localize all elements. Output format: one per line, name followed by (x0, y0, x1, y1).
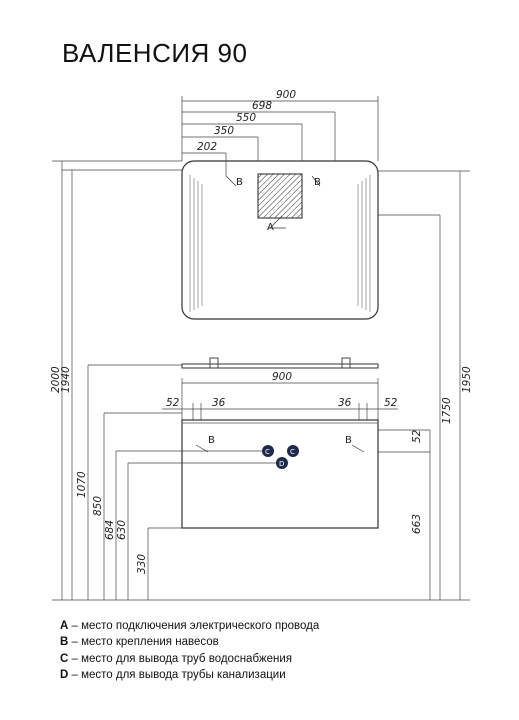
mirror-width-550: 550 (236, 112, 256, 124)
legend-text: – место для вывода трубы канализации (68, 669, 286, 682)
mirror-outline (181, 160, 379, 320)
page-title: ВАЛЕНСИЯ 90 (62, 38, 248, 68)
pipe-d-icon (276, 457, 288, 469)
technical-drawing: C C D 900 698 550 350 202 B B A 900 52 3… (50, 89, 473, 601)
pipe-c-right-label: C (290, 448, 295, 456)
shelf-bracket-right (341, 357, 351, 369)
height-label-1940: 1940 (60, 366, 72, 393)
height-label-1950: 1950 (461, 366, 473, 393)
height-label-52: 52 (411, 429, 423, 443)
height-label-1070: 1070 (76, 471, 88, 498)
socket-area (257, 173, 303, 219)
cabinet-width-900: 900 (272, 371, 292, 383)
legend-key: B (60, 636, 69, 649)
cabinet-left-offset-52: 52 (166, 397, 180, 409)
legend-key: A (60, 620, 69, 632)
cabinet-right-offset-52: 52 (384, 397, 398, 409)
mirror-width-202: 202 (197, 141, 217, 153)
mirror-width-350: 350 (214, 125, 234, 137)
legend-item-a: A – место подключения электрического про… (60, 618, 319, 634)
cabinet-left-offset-36: 36 (212, 397, 226, 409)
shelf (181, 363, 379, 369)
height-label-850: 850 (92, 496, 104, 516)
legend-item-d: D – место для вывода трубы канализации (60, 667, 319, 683)
pipe-d-label: D (279, 460, 284, 468)
mirror-width-698: 698 (252, 100, 272, 112)
height-label-630: 630 (116, 520, 128, 540)
cabinet-hook-left-label: B (208, 435, 215, 446)
mirror-light-strips (189, 175, 371, 312)
height-label-2000: 2000 (50, 366, 62, 393)
pipe-c-right-icon (287, 445, 299, 457)
mirror-width-900: 900 (276, 89, 296, 101)
height-label-663: 663 (411, 514, 423, 534)
legend-text: – место крепления навесов (68, 636, 219, 649)
shelf-bracket-left (209, 357, 219, 369)
height-label-330: 330 (136, 554, 148, 574)
socket-label: A (267, 222, 274, 233)
mirror-hook-left-label: B (236, 177, 243, 188)
legend-text: – место для вывода труб водоснабжения (68, 652, 293, 665)
legend: A – место подключения электрического про… (60, 618, 319, 684)
cabinet-outline (181, 419, 379, 529)
legend-key: D (60, 669, 69, 682)
height-label-684: 684 (104, 520, 116, 540)
cabinet-hook-right-label: B (345, 435, 352, 446)
cabinet-right-offset-36: 36 (338, 397, 352, 409)
pipe-c-left-icon (262, 445, 274, 457)
height-label-1750: 1750 (441, 397, 453, 424)
legend-item-c: C – место для вывода труб водоснабжения (60, 651, 319, 667)
mirror-hook-right-label: B (314, 177, 321, 188)
pipe-c-left-label: C (265, 448, 270, 456)
legend-item-b: B – место крепления навесов (60, 634, 319, 650)
legend-text: – место подключения электрического прово… (68, 620, 320, 632)
legend-key: C (60, 652, 69, 665)
